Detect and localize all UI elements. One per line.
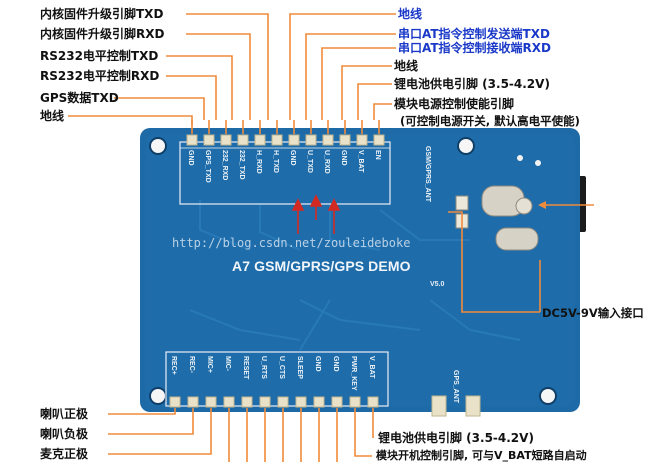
bottom-pin-label: SLEEP [296,356,303,379]
top-header-inner [179,141,391,149]
label-speaker-pos: 喇叭正极 [40,407,89,421]
bottom-pin-label: PWR_KEY [350,356,357,391]
label-pwrkey: 模块开机控制引脚, 可与V_BAT短路自启动 [376,449,587,462]
top-pin-label: 232_TXD [238,150,245,180]
bottom-pin-label: U_RTS [260,356,267,379]
label-rs232-rxd: RS232电平控制RXD [40,69,160,83]
top-pin-label: GPS_TXD [204,150,211,183]
bottom-pin-label: MIC- [224,356,231,372]
antenna-label: GSM/GPRS_ANT [424,146,431,203]
label-core-fw-rxd: 内核固件升级引脚RXD [40,27,165,41]
bottom-pin-label: GND [332,356,339,372]
label-mic-pos: 麦克正极 [40,447,89,461]
dc-connector-pads [455,185,539,251]
label-dc-input: DC5V-9V输入接口 [542,306,644,320]
label-enable: 模块电源控制使能引脚 [394,97,515,111]
label-ground-right-2: 地线 [394,59,419,73]
top-pin-label: GND [187,150,194,166]
label-gps-txd: GPS数据TXD [40,91,119,105]
bottom-pin-label: MIC+ [206,356,213,373]
label-ground-right-1: 地线 [398,7,423,21]
bottom-pin-pads [169,396,379,408]
top-pin-label: H_RXD [255,150,262,174]
top-pin-label: GND [289,150,296,166]
label-at-txd: 串口AT指令控制发送端TXD [398,27,550,41]
bottom-pin-label: RESET [242,356,249,380]
label-vbat-top: 锂电池供电引脚 (3.5-4.2V) [394,77,550,91]
top-pin-label: U_TXD [306,150,313,173]
top-pin-label: 232_RXD [221,150,228,181]
bottom-pin-label: REC+ [170,356,177,375]
label-rs232-txd: RS232电平控制TXD [40,49,159,63]
label-vbat-bottom: 锂电池供电引脚 (3.5-4.2V) [378,431,534,445]
label-enable-note: (可控制电源开关, 默认高电平使能) [400,114,580,128]
bottom-header-outline [165,351,389,407]
leader-lines [68,13,594,462]
top-pin-label: U_RXD [323,150,330,174]
gps-antenna-label: GPS_ANT [452,370,459,404]
bottom-pin-label: REC- [188,356,195,374]
gps-antenna-pads [431,395,481,417]
top-pin-label: V_BAT [357,150,364,173]
top-pin-label: EN [374,150,381,160]
dc-arrow [538,201,546,209]
label-ground-left: 地线 [40,109,65,123]
pcb-traces [189,200,521,351]
bottom-pin-label: GND [314,356,321,372]
label-speaker-neg: 喇叭负极 [40,427,89,441]
board-version: V5.0 [430,281,445,288]
watermark-url: http://blog.csdn.net/zouleideboke [172,236,411,250]
bottom-pin-label: V_BAT [368,356,375,379]
bottom-pin-label: U_CTS [278,356,285,379]
top-pin-pads [186,134,385,146]
label-core-fw-txd: 内核固件升级引脚TXD [40,7,164,21]
red-arrows [291,194,341,234]
top-pin-label: H_TXD [272,150,279,173]
label-at-rxd: 串口AT指令控制接收端RXD [398,41,551,55]
top-pin-label: GND [340,150,347,166]
mounting-holes [149,137,557,405]
board-title: A7 GSM/GPRS/GPS DEMO [232,258,411,274]
